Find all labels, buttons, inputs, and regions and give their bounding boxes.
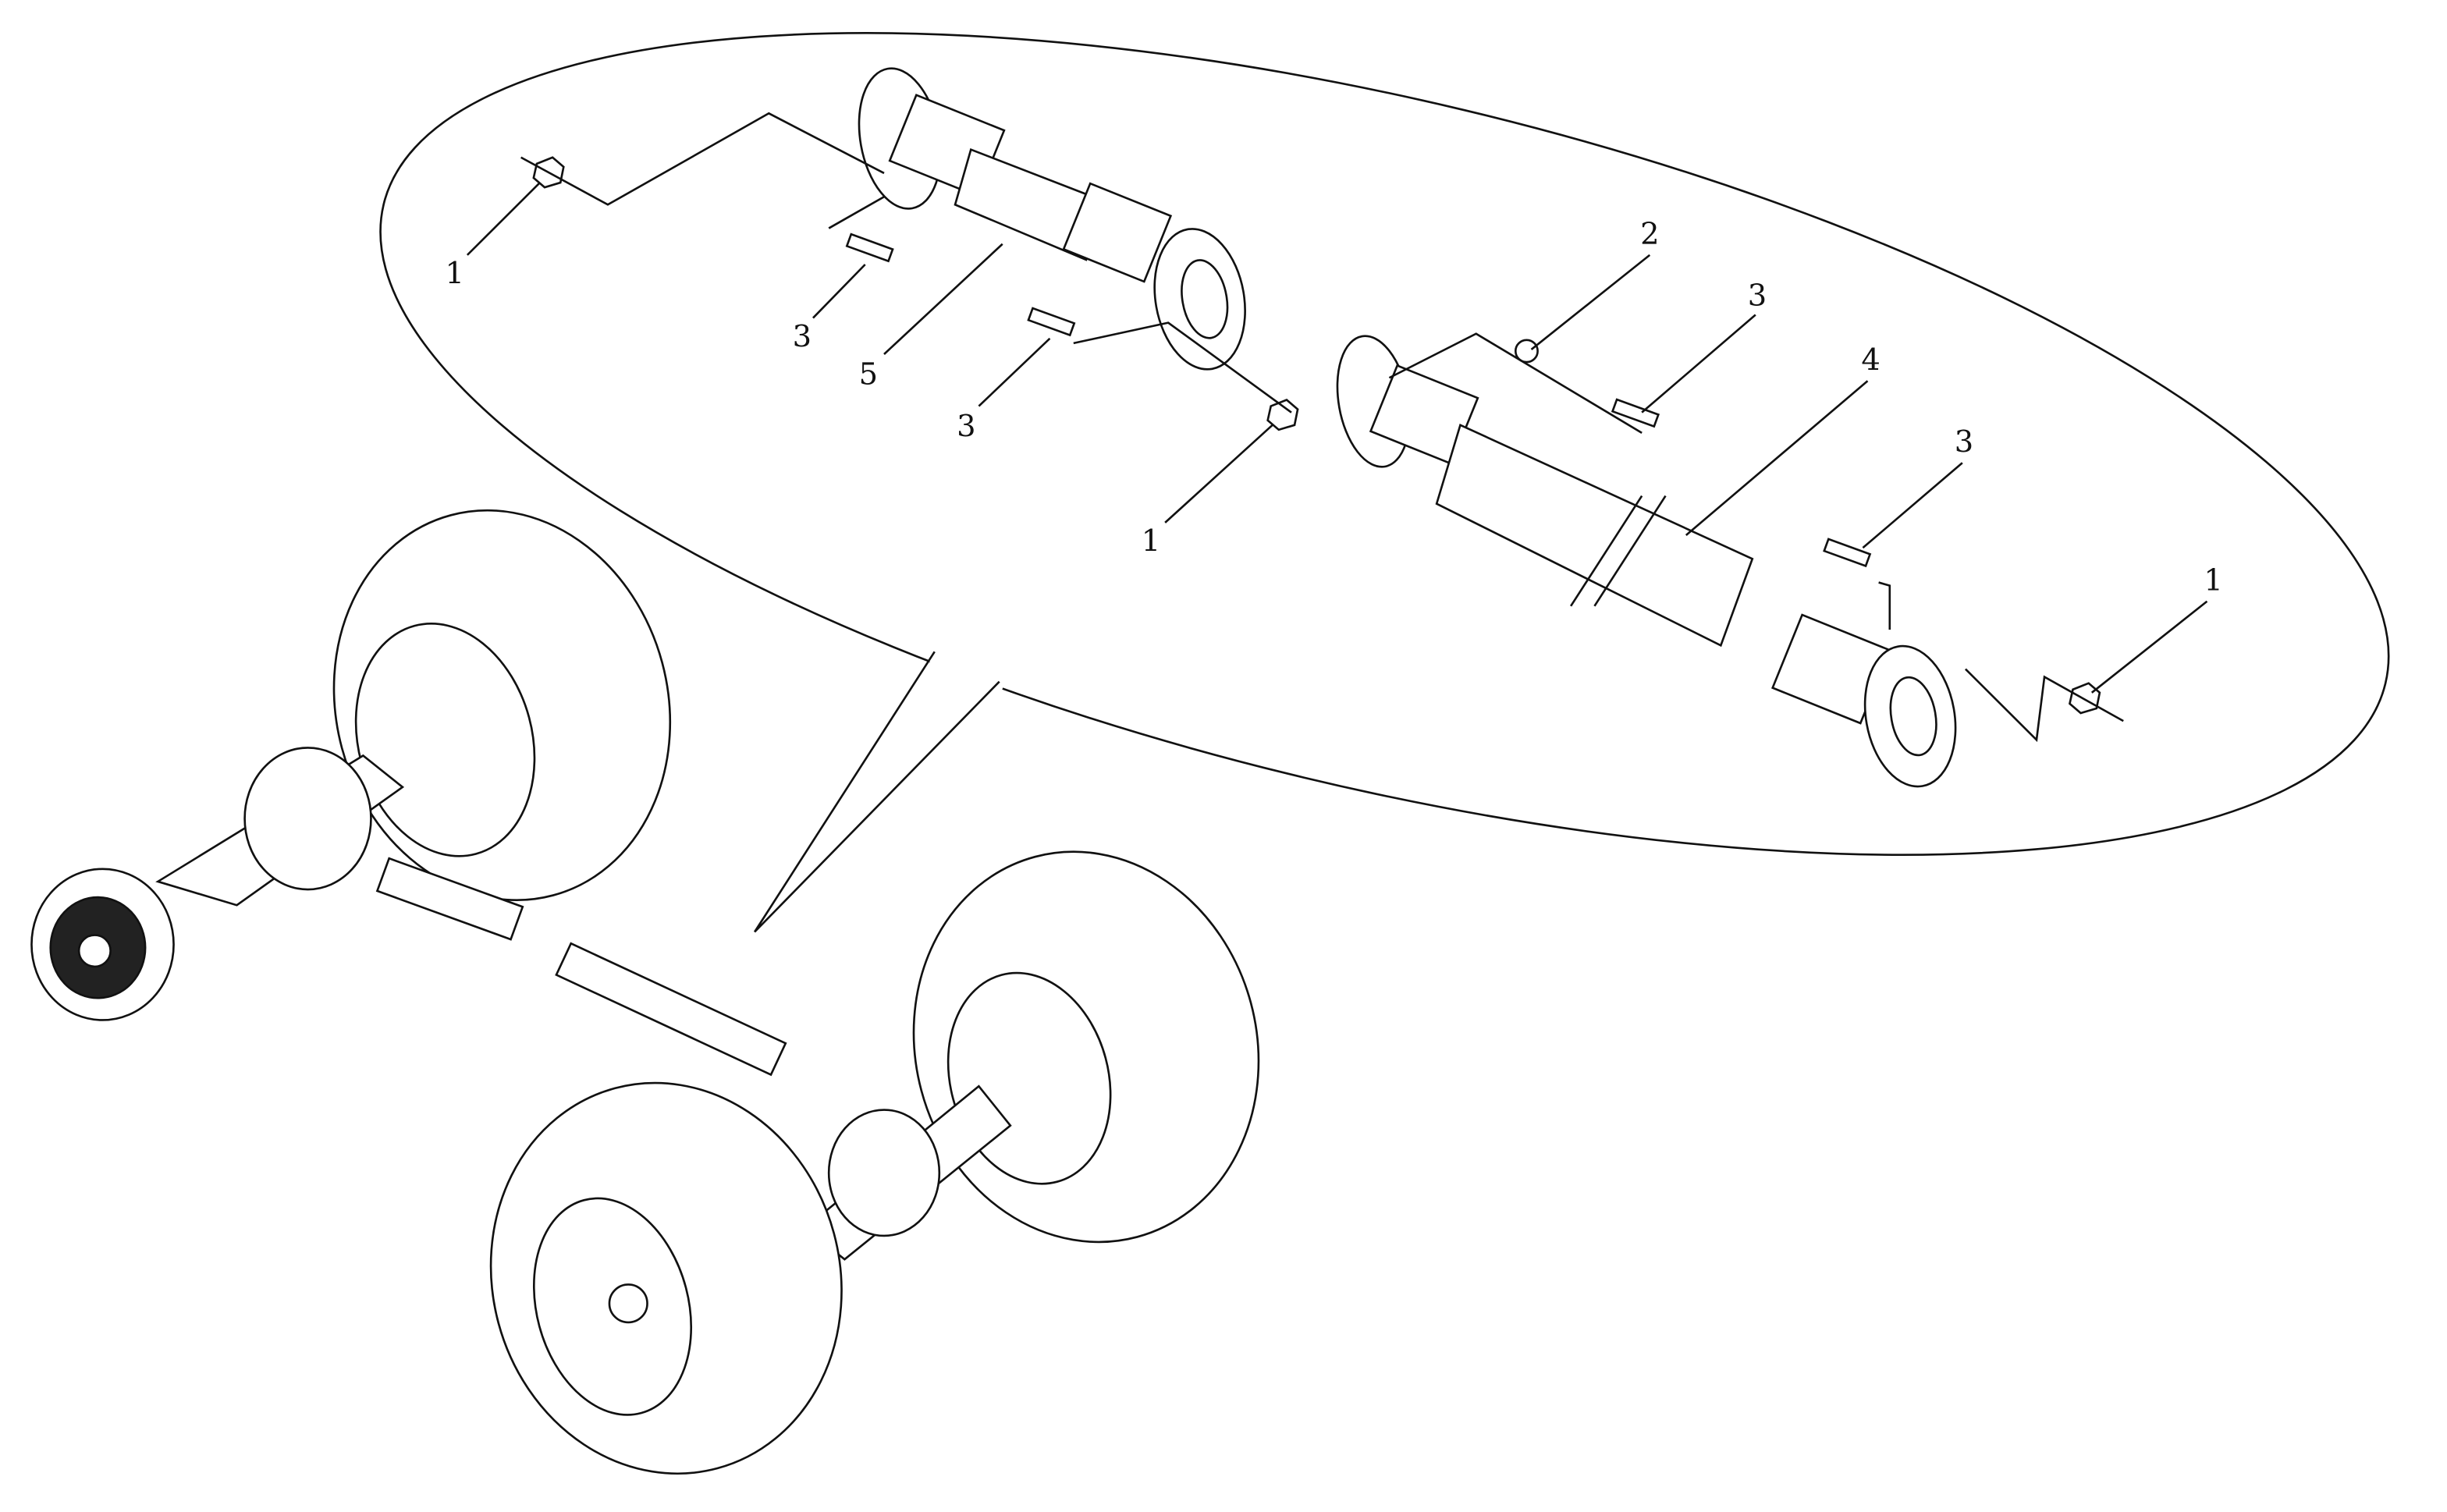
bolt-icon <box>1823 538 1872 568</box>
callout-label: 3 <box>793 319 812 354</box>
drive-shaft-long <box>1336 335 1957 788</box>
washer-icon <box>1514 339 1539 364</box>
rear-axle-assembly <box>489 850 1260 1475</box>
nut-icon <box>1266 398 1299 431</box>
drive-shaft-short <box>858 67 1246 371</box>
callout-label: 5 <box>859 357 878 392</box>
shaft-segment <box>555 942 787 1077</box>
callout-label: 1 <box>1142 524 1160 559</box>
bolt-icon <box>845 232 894 263</box>
bolt-icon <box>1027 307 1076 337</box>
callout-label: 1 <box>446 256 464 291</box>
callout-label: 3 <box>957 409 975 444</box>
nut-icon <box>2068 682 2101 715</box>
fasteners <box>532 156 2101 715</box>
callout-label: 1 <box>2204 563 2222 598</box>
front-axle-assembly <box>30 509 672 1021</box>
callout-label: 3 <box>1748 278 1767 313</box>
callout-label: 2 <box>1640 217 1659 252</box>
callout-label: 4 <box>1861 343 1880 378</box>
callout-label: 3 <box>1955 424 1973 460</box>
shaft-segment <box>375 857 524 941</box>
detail-callout-bubble <box>379 32 2390 933</box>
bolt-icon <box>1611 398 1660 428</box>
leader-lines <box>466 112 2208 743</box>
callout-labels: 1 3 5 3 2 3 4 3 1 1 <box>446 217 2223 598</box>
